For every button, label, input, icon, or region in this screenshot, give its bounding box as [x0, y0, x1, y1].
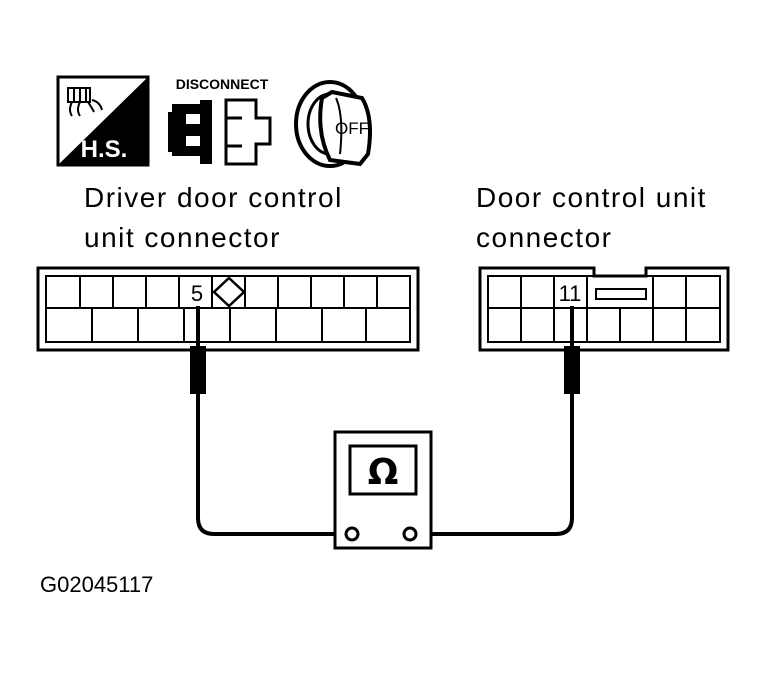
right-test-wire — [410, 394, 574, 536]
connector-disconnect-icon: DISCONNECT — [168, 76, 272, 166]
figure-code: G02045117 — [40, 572, 153, 597]
ohm-symbol: Ω — [368, 452, 399, 493]
left-pin-number: 5 — [191, 281, 203, 306]
right-connector-label-line2: connector — [476, 222, 612, 253]
left-connector-label-line1: Driver door control — [84, 182, 343, 213]
right-probe — [564, 306, 580, 394]
harness-system-icon: H.S. — [56, 75, 150, 167]
disconnect-label: DISCONNECT — [176, 76, 269, 92]
right-pin-number: 11 — [559, 281, 582, 306]
left-connector — [36, 266, 420, 352]
right-connector — [478, 266, 730, 352]
left-test-wire — [196, 394, 352, 536]
hs-label: H.S. — [81, 136, 128, 163]
right-connector-label-line1: Door control unit — [476, 182, 707, 213]
ohmmeter-icon — [333, 430, 433, 550]
ignition-off-label: OFF — [335, 119, 369, 138]
left-probe — [190, 306, 206, 394]
left-connector-label-line2: unit connector — [84, 222, 281, 253]
ignition-key-icon: OFF — [294, 80, 372, 168]
